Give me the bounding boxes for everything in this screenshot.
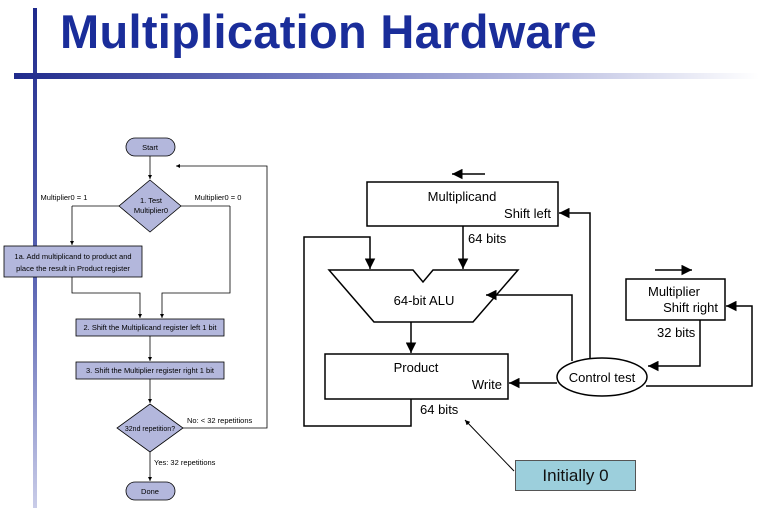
step1a-box bbox=[3, 245, 143, 278]
product-action-label: Write bbox=[472, 377, 502, 392]
product-register bbox=[324, 353, 509, 400]
control-test-label: Control test bbox=[569, 370, 636, 385]
branch-left-label: Multiplier0 = 1 bbox=[41, 193, 88, 202]
product-label: Product bbox=[394, 360, 439, 375]
hardware-datapath bbox=[303, 168, 753, 472]
control-test bbox=[556, 357, 648, 397]
multiplicand-action-label: Shift left bbox=[504, 206, 551, 221]
start-label: Start bbox=[142, 143, 159, 152]
done-label: Done bbox=[141, 487, 159, 496]
start-terminal bbox=[125, 137, 176, 157]
page-title: Multiplication Hardware bbox=[60, 5, 598, 58]
callout-pointer-arrow bbox=[464, 419, 515, 472]
control-to-alu-arrow bbox=[486, 289, 573, 361]
repetition-label: 32nd repetition? bbox=[125, 426, 175, 433]
step1a-to-step2-arrow bbox=[71, 277, 142, 318]
branch-right-label: Multiplier0 = 0 bbox=[195, 193, 242, 202]
step1a-label-line1: 1a. Add multiplicand to product and bbox=[14, 252, 131, 261]
branch-right-path bbox=[160, 206, 231, 318]
multiplier-label: Multiplier bbox=[648, 284, 701, 299]
yes-branch-label: Yes: 32 repetitions bbox=[154, 458, 216, 467]
initially-zero-callout: Initially 0 bbox=[515, 460, 636, 491]
hardware-labels: Multiplicand Shift left 64 bits 64-bit A… bbox=[394, 189, 719, 417]
product-feedback-arrow bbox=[303, 236, 412, 427]
alu-label: 64-bit ALU bbox=[394, 293, 455, 308]
multiplier-register bbox=[625, 278, 726, 321]
done-terminal bbox=[125, 481, 176, 501]
step2-label: 2. Shift the Multiplicand register left … bbox=[84, 323, 218, 332]
step3-label: 3. Shift the Multiplier register right 1… bbox=[86, 366, 215, 375]
step1a-label-line2: place the result in Product register bbox=[16, 264, 130, 273]
multiplier-bits-label: 32 bits bbox=[657, 325, 696, 340]
control-to-multiplier-arrow bbox=[646, 300, 753, 387]
multiplier-to-control-arrow bbox=[648, 320, 701, 372]
flowchart bbox=[3, 137, 268, 501]
flowchart-labels: Start 1. Test Multiplier0 Multiplier0 = … bbox=[14, 143, 252, 496]
control-to-multiplicand-arrow bbox=[559, 207, 591, 358]
multiplicand-label: Multiplicand bbox=[428, 189, 497, 204]
title-horizontal-rule bbox=[14, 73, 759, 79]
loop-back-arrow bbox=[176, 164, 268, 429]
multiplier-action-label: Shift right bbox=[663, 300, 718, 315]
multiplicand-bits-label: 64 bits bbox=[468, 231, 507, 246]
no-branch-label: No: < 32 repetitions bbox=[187, 416, 252, 425]
test-label-line2: Multiplier0 bbox=[134, 206, 168, 215]
test-decision bbox=[118, 179, 182, 233]
alu-block bbox=[327, 269, 520, 323]
product-bits-label: 64 bits bbox=[420, 402, 459, 417]
test-label-line1: 1. Test bbox=[140, 196, 163, 205]
